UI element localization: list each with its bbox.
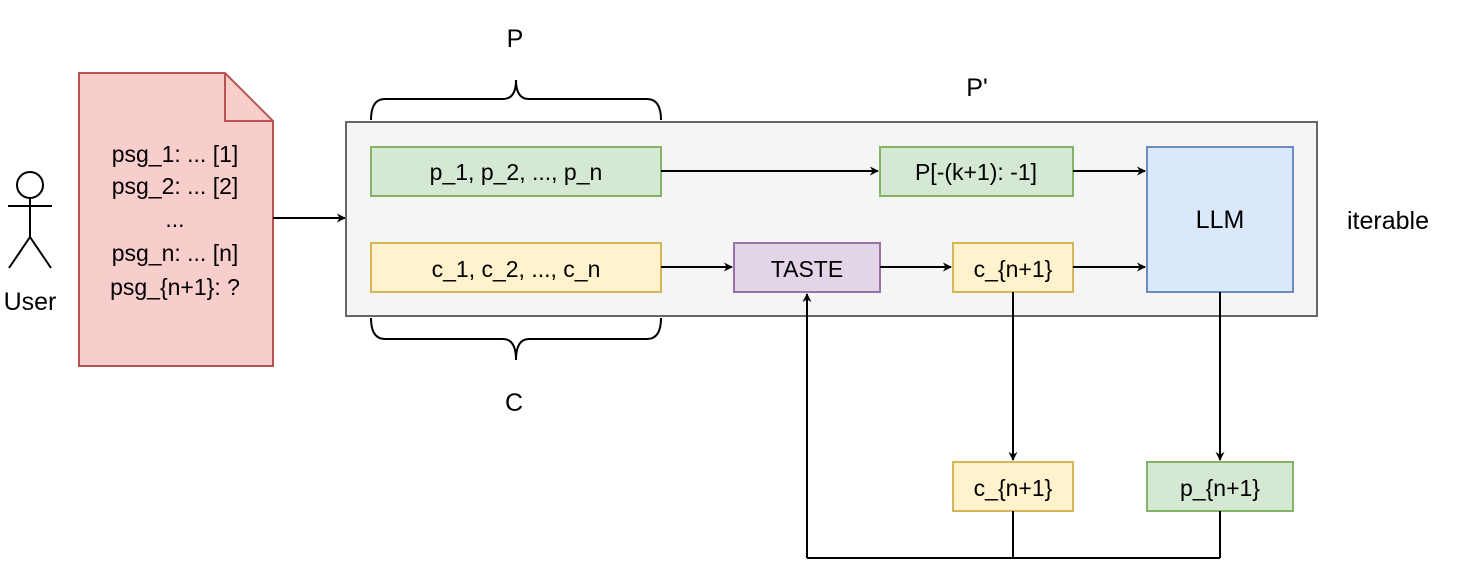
stick-figure-user-icon [8, 171, 52, 269]
document-line-4: psg_n: ... [n] [112, 240, 239, 266]
p-out-label: p_{n+1} [1180, 475, 1260, 501]
p-list-label: p_1, p_2, ..., p_n [430, 159, 603, 185]
brace-bottom-label: C [505, 389, 523, 417]
c-next-node [952, 242, 1074, 293]
brace-top-label: P [507, 25, 524, 53]
taste-label: TASTE [771, 256, 843, 282]
p-slice-node [879, 146, 1074, 197]
taste-node [733, 242, 881, 293]
dog-eared-document [78, 72, 274, 367]
p-slice-label: P[-(k+1): -1] [915, 159, 1037, 185]
document-line-2: psg_2: ... [2] [112, 173, 239, 199]
brace-top [370, 79, 662, 121]
document-line-5: psg_{n+1}: ? [110, 274, 240, 300]
p-out-node [1146, 461, 1294, 512]
document-line-3: ... [165, 206, 184, 232]
document-line-1: psg_1: ... [1] [112, 141, 239, 167]
c-list-label: c_1, c_2, ..., c_n [432, 256, 601, 282]
user-label: User [4, 288, 57, 316]
container-top-label: P' [966, 74, 987, 102]
c-out-node [952, 461, 1074, 512]
p-list-node [370, 146, 662, 197]
brace-bottom [370, 317, 662, 361]
c-next-label: c_{n+1} [974, 256, 1053, 282]
c-out-label: c_{n+1} [974, 475, 1053, 501]
container-side-label: iterable [1347, 207, 1429, 235]
llm-node [1146, 146, 1294, 293]
c-list-node [370, 242, 662, 293]
llm-label: LLM [1196, 206, 1245, 234]
